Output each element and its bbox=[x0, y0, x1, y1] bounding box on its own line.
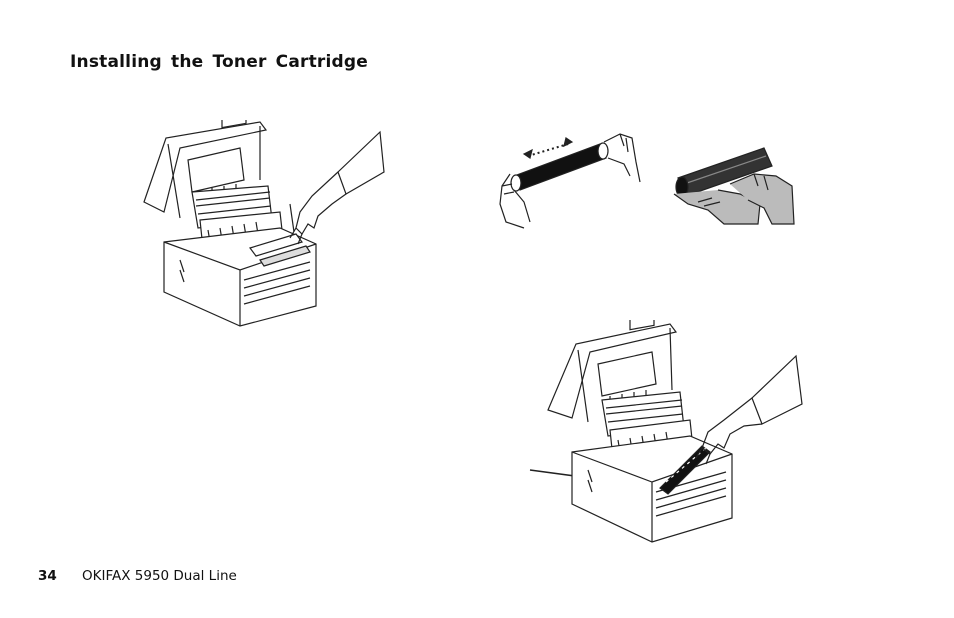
product-name: OKIFAX 5950 Dual Line bbox=[82, 568, 237, 584]
page-title: Installing the Toner Cartridge bbox=[70, 52, 368, 72]
page-number: 34 bbox=[38, 568, 82, 584]
toner-cartridge-shake-illustration bbox=[494, 124, 644, 230]
toner-cartridge-seal-removal-illustration bbox=[668, 140, 798, 228]
open-fax-hand-removing-cover-illustration bbox=[140, 120, 400, 330]
open-fax-insert-toner-illustration bbox=[526, 320, 816, 550]
